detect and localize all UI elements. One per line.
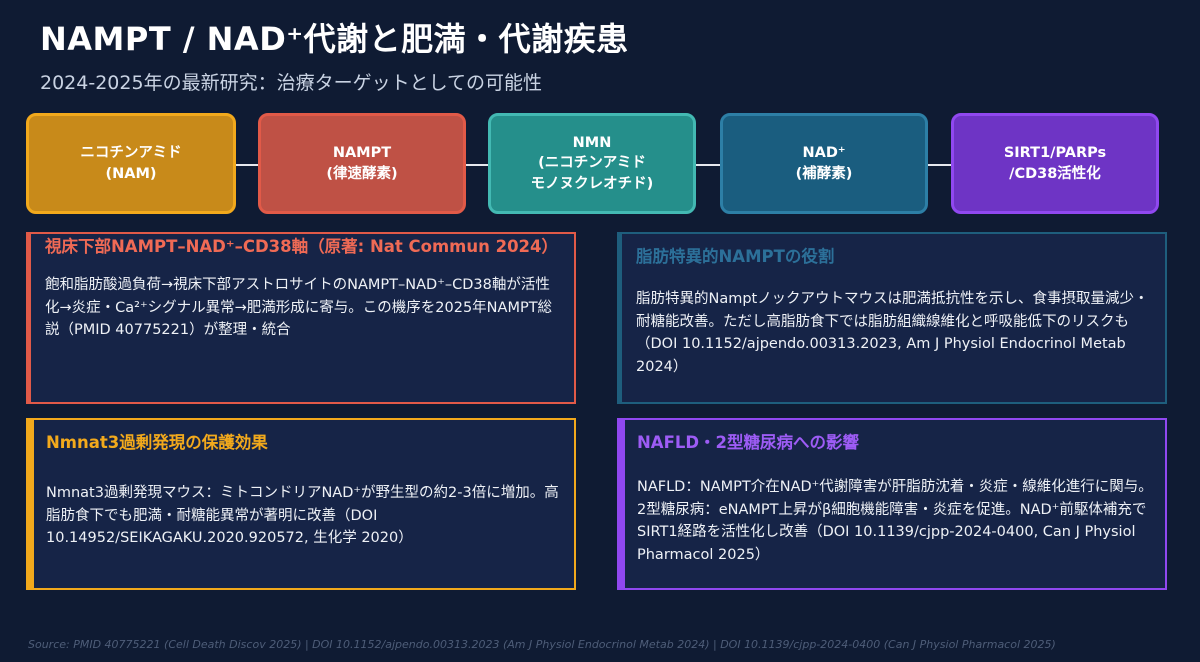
card-body: 脂肪特異的Namptノックアウトマウスは肥満抵抗性を示し、食事摂取量減少・耐糖能… bbox=[636, 291, 1149, 375]
source-citation: Source: PMID 40775221 (Cell Death Discov… bbox=[28, 638, 1056, 651]
card-heading: NAFLD・2型糖尿病への影響 bbox=[637, 433, 860, 452]
card-heading: 脂肪特異的NAMPTの役割 bbox=[636, 247, 835, 266]
card-body: NAFLD：NAMPT介在NAD⁺代謝障害が肝脂肪沈着・炎症・線維化進行に関与。… bbox=[637, 479, 1153, 563]
card-nafld: NAFLD・2型糖尿病への影響 NAFLD：NAMPT介在NAD⁺代謝障害が肝脂… bbox=[617, 418, 1167, 590]
pathway-step-nampt: NAMPT (律速酵素) bbox=[258, 113, 466, 214]
card-heading: 視床下部NAMPT–NAD⁺–CD38軸（原著: Nat Commun 2024… bbox=[45, 237, 559, 256]
pathway-step-sirt1: SIRT1/PARPs /CD38活性化 bbox=[951, 113, 1159, 214]
page-title: NAMPT / NAD⁺代謝と肥満・代謝疾患 bbox=[40, 20, 629, 58]
pathway-step-nad: NAD⁺ (補酵素) bbox=[720, 113, 928, 214]
card-heading: Nmnat3過剰発現の保護効果 bbox=[46, 433, 268, 452]
card-body: 飽和脂肪酸過負荷→視床下部アストロサイトのNAMPT–NAD⁺–CD38軸が活性… bbox=[45, 277, 553, 339]
page-subtitle: 2024-2025年の最新研究：治療ターゲットとしての可能性 bbox=[40, 72, 542, 94]
pathway-step-nmn: NMN (ニコチンアミド モノヌクレオチド) bbox=[488, 113, 696, 214]
card-hypothalamus: 視床下部NAMPT–NAD⁺–CD38軸（原著: Nat Commun 2024… bbox=[26, 232, 576, 404]
pathway-step-nam: ニコチンアミド (NAM) bbox=[26, 113, 236, 214]
card-body: Nmnat3過剰発現マウス：ミトコンドリアNAD⁺が野生型の約2-3倍に増加。高… bbox=[46, 485, 559, 547]
card-adipose: 脂肪特異的NAMPTの役割 脂肪特異的Namptノックアウトマウスは肥満抵抗性を… bbox=[617, 232, 1167, 404]
card-nmnat3: Nmnat3過剰発現の保護効果 Nmnat3過剰発現マウス：ミトコンドリアNAD… bbox=[26, 418, 576, 590]
